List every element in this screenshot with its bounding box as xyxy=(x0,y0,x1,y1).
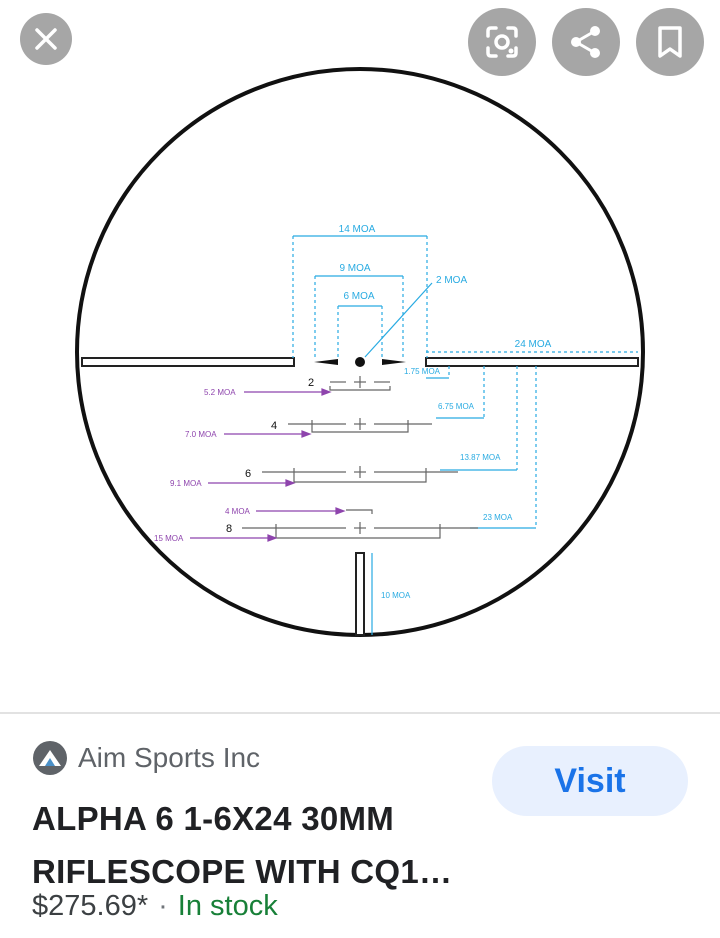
price-row: $275.69* · In stock xyxy=(32,890,278,923)
label-1-75-moa: 1.75 MOA xyxy=(404,367,441,376)
label-9-1-moa: 9.1 MOA xyxy=(170,479,202,488)
label-14-moa: 14 MOA xyxy=(339,224,376,235)
label-9-moa: 9 MOA xyxy=(339,263,370,274)
close-icon xyxy=(35,28,57,50)
label-23-moa: 23 MOA xyxy=(483,513,513,522)
left-post xyxy=(81,357,295,367)
source-row[interactable]: Aim Sports Inc xyxy=(32,740,260,776)
product-title[interactable]: ALPHA 6 1-6X24 30MM RIFLESCOPE WITH CQ1… xyxy=(32,792,472,898)
label-7-0-moa: 7.0 MOA xyxy=(185,430,217,439)
reticle-diagram: 14 MOA 9 MOA 6 MOA 2 MOA 24 MOA 1.75 MOA… xyxy=(75,67,645,637)
share-button[interactable] xyxy=(552,8,620,76)
label-24-moa: 24 MOA xyxy=(515,339,552,350)
separator-dot: · xyxy=(158,890,168,922)
label-6-75-moa: 6.75 MOA xyxy=(438,402,475,411)
label-2-moa: 2 MOA xyxy=(436,275,467,286)
right-chevron xyxy=(382,359,406,365)
price: $275.69* xyxy=(32,890,149,922)
stock-status: In stock xyxy=(177,890,278,922)
bookmark-button[interactable] xyxy=(636,8,704,76)
label-15-moa: 15 MOA xyxy=(154,534,184,543)
share-icon xyxy=(571,26,600,58)
product-title-line-1: ALPHA 6 1-6X24 30MM xyxy=(32,800,395,837)
range-4: 4 xyxy=(271,420,277,432)
range-8: 8 xyxy=(226,523,232,535)
source-name: Aim Sports Inc xyxy=(78,742,261,773)
label-4-moa: 4 MOA xyxy=(225,507,251,516)
left-chevron xyxy=(314,359,338,365)
visit-button[interactable]: Visit xyxy=(492,746,688,816)
range-6: 6 xyxy=(245,468,251,480)
aim-sports-logo-icon xyxy=(33,741,67,775)
center-dot xyxy=(355,357,365,367)
product-title-line-2: RIFLESCOPE WITH CQ1… xyxy=(32,853,453,890)
range-2: 2 xyxy=(308,377,314,389)
label-13-87-moa: 13.87 MOA xyxy=(460,453,501,462)
label-10-moa: 10 MOA xyxy=(381,591,411,600)
bottom-post xyxy=(355,552,365,636)
lens-icon xyxy=(486,26,518,58)
bookmark-icon xyxy=(658,26,682,58)
right-post xyxy=(425,357,639,367)
label-5-2-moa: 5.2 MOA xyxy=(204,388,236,397)
label-6-moa: 6 MOA xyxy=(343,291,374,302)
close-button[interactable] xyxy=(20,13,72,65)
lens-button[interactable] xyxy=(468,8,536,76)
divider xyxy=(0,712,720,714)
